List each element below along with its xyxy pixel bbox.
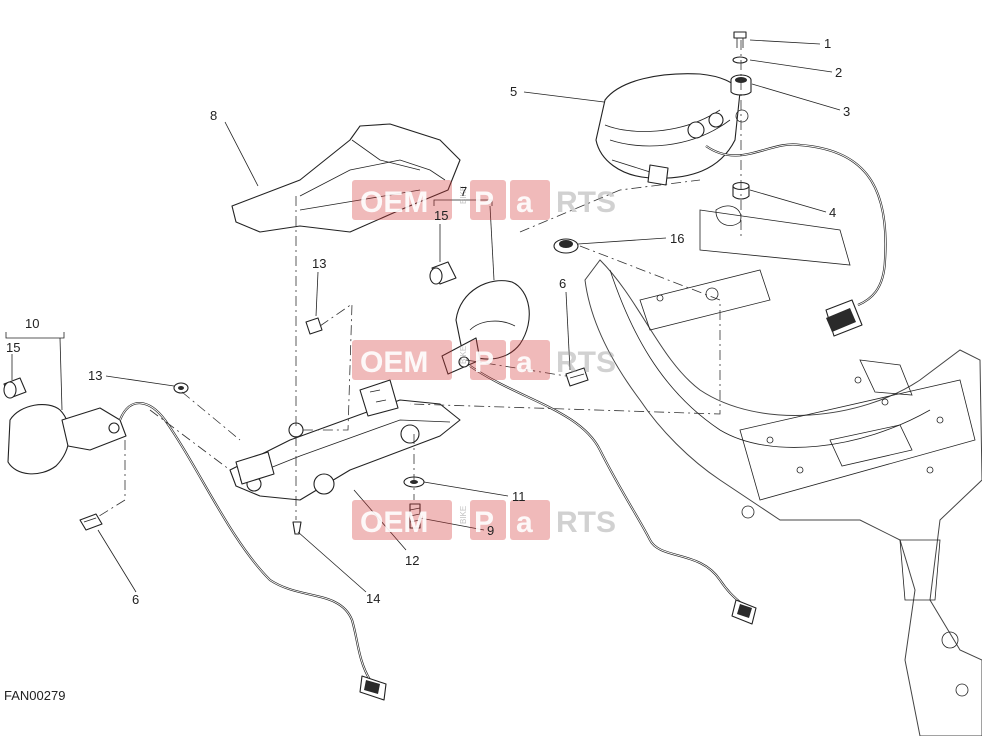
watermark-bottom: OEM BIKE P a RTS: [352, 500, 616, 540]
callout-13-left: 13: [88, 368, 102, 383]
grommet-3: [730, 74, 752, 96]
callout-15-left: 15: [6, 340, 20, 355]
watermark-top: OEM BIKE P a RTS: [352, 180, 616, 220]
callout-15-right: 15: [434, 208, 448, 223]
watermark-brand-p: P: [474, 186, 494, 219]
turn-signal-right: [441, 280, 757, 625]
watermark-brand-rts: RTS: [556, 186, 616, 219]
watermark-brand-rts: RTS: [556, 506, 616, 539]
callout-4: 4: [829, 205, 836, 220]
callout-14: 14: [366, 591, 380, 606]
callout-8: 8: [210, 108, 217, 123]
watermark-brand-left: OEM: [360, 506, 428, 539]
watermark-brand-left: OEM: [360, 346, 428, 379]
bulb-15-left: [3, 377, 27, 399]
turn-signal-left: [7, 402, 387, 701]
watermark-brand-small: BIKE: [459, 506, 468, 524]
watermark-brand-a: a: [516, 346, 533, 379]
callout-7: 7: [460, 184, 467, 199]
screw-1: [733, 31, 747, 48]
tail-light: [595, 73, 749, 186]
screw-14: [292, 521, 302, 535]
callout-5: 5: [510, 84, 517, 99]
callout-10: 10: [25, 316, 39, 331]
screw-6-left: [79, 513, 103, 531]
callout-6-left: 6: [132, 592, 139, 607]
mudguard-cover: [231, 123, 461, 233]
watermark-brand-left: OEM: [360, 186, 428, 219]
screw-6-right: [565, 367, 589, 387]
callout-13-center: 13: [312, 256, 326, 271]
callout-3: 3: [843, 104, 850, 119]
grommet-16: [553, 238, 579, 254]
watermark-brand-p: P: [474, 346, 494, 379]
leader-lines: [5, 39, 841, 593]
washer-2: [732, 56, 748, 64]
callout-12: 12: [405, 553, 419, 568]
watermark-brand-small: BIKE: [459, 346, 468, 364]
screw-9: [409, 503, 421, 529]
assembly-lines: [95, 40, 742, 520]
callout-9: 9: [487, 523, 494, 538]
watermark-brand-rts: RTS: [556, 346, 616, 379]
watermark-brand-a: a: [516, 506, 533, 539]
callout-1: 1: [824, 36, 831, 51]
plate-bracket: [229, 379, 461, 501]
bulb-15-right: [429, 261, 457, 285]
watermark-brand-p: P: [474, 506, 494, 539]
callout-6-right: 6: [559, 276, 566, 291]
watermark-brand-small: BIKE: [459, 186, 468, 204]
callouts: 1 2 3 4 5 6 6 7 8 9 10 11 12 13 13 14 15…: [6, 36, 850, 607]
callout-11: 11: [512, 489, 526, 504]
nut-13-left: [173, 382, 189, 394]
callout-16: 16: [670, 231, 684, 246]
rear-frame: [584, 205, 982, 736]
watermark-brand-a: a: [516, 186, 533, 219]
watermark-middle: OEM BIKE P a RTS: [352, 340, 616, 380]
drawing-code: FAN00279: [4, 688, 65, 703]
nut-13-center: [305, 317, 323, 335]
callout-2: 2: [835, 65, 842, 80]
tail-light-wire: [705, 143, 887, 337]
